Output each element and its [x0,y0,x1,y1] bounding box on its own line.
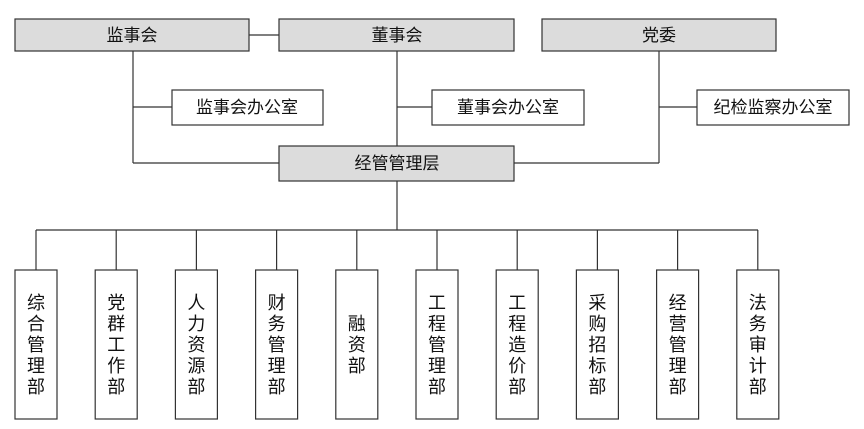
department-label: 采购招标部 [588,293,606,398]
management-label: 经管管理层 [355,154,440,174]
department-node: 综合管理部 [14,269,58,420]
supervisory-office-node: 监事会办公室 [171,89,324,126]
department-label: 法务审计部 [749,293,767,398]
department-connectors [35,230,759,270]
board-office-label: 董事会办公室 [457,98,559,118]
party-committee-node: 党委 [541,18,777,52]
department-label: 财务管理部 [268,293,286,398]
department-node: 采购招标部 [575,269,620,420]
department-node: 人力资源部 [174,269,218,420]
supervisory-office-label: 监事会办公室 [196,98,298,118]
department-node: 工程造价部 [495,269,539,420]
department-node: 党群工作部 [94,269,138,420]
party-committee-label: 党委 [642,26,676,46]
department-node: 财务管理部 [255,269,299,420]
department-node: 融资部 [335,269,379,420]
supervisory-board-node: 监事会 [14,18,250,52]
department-label: 综合管理部 [27,293,45,398]
connector-lines [36,34,758,231]
board-of-directors-node: 董事会 [278,18,515,52]
department-node: 法务审计部 [736,269,780,420]
management-node: 经管管理层 [278,145,515,182]
discipline-office-node: 纪检监察办公室 [696,89,850,126]
department-label: 党群工作部 [107,293,125,398]
board-office-node: 董事会办公室 [431,89,585,126]
supervisory-board-label: 监事会 [107,26,158,46]
department-label: 融资部 [348,314,366,377]
department-node: 工程管理部 [415,269,459,420]
departments-group: 综合管理部 党群工作部 人力资源部 财务管理部 融资部 工程管理部 工程造价部 采购招标部 经营… [14,269,780,420]
department-label: 工程造价部 [508,293,526,398]
department-label: 工程管理部 [428,293,446,398]
department-node: 经营管理部 [655,269,700,420]
discipline-office-label: 纪检监察办公室 [714,98,833,118]
department-label: 人力资源部 [187,293,205,398]
board-of-directors-label: 董事会 [372,26,423,46]
department-label: 经营管理部 [669,293,687,398]
